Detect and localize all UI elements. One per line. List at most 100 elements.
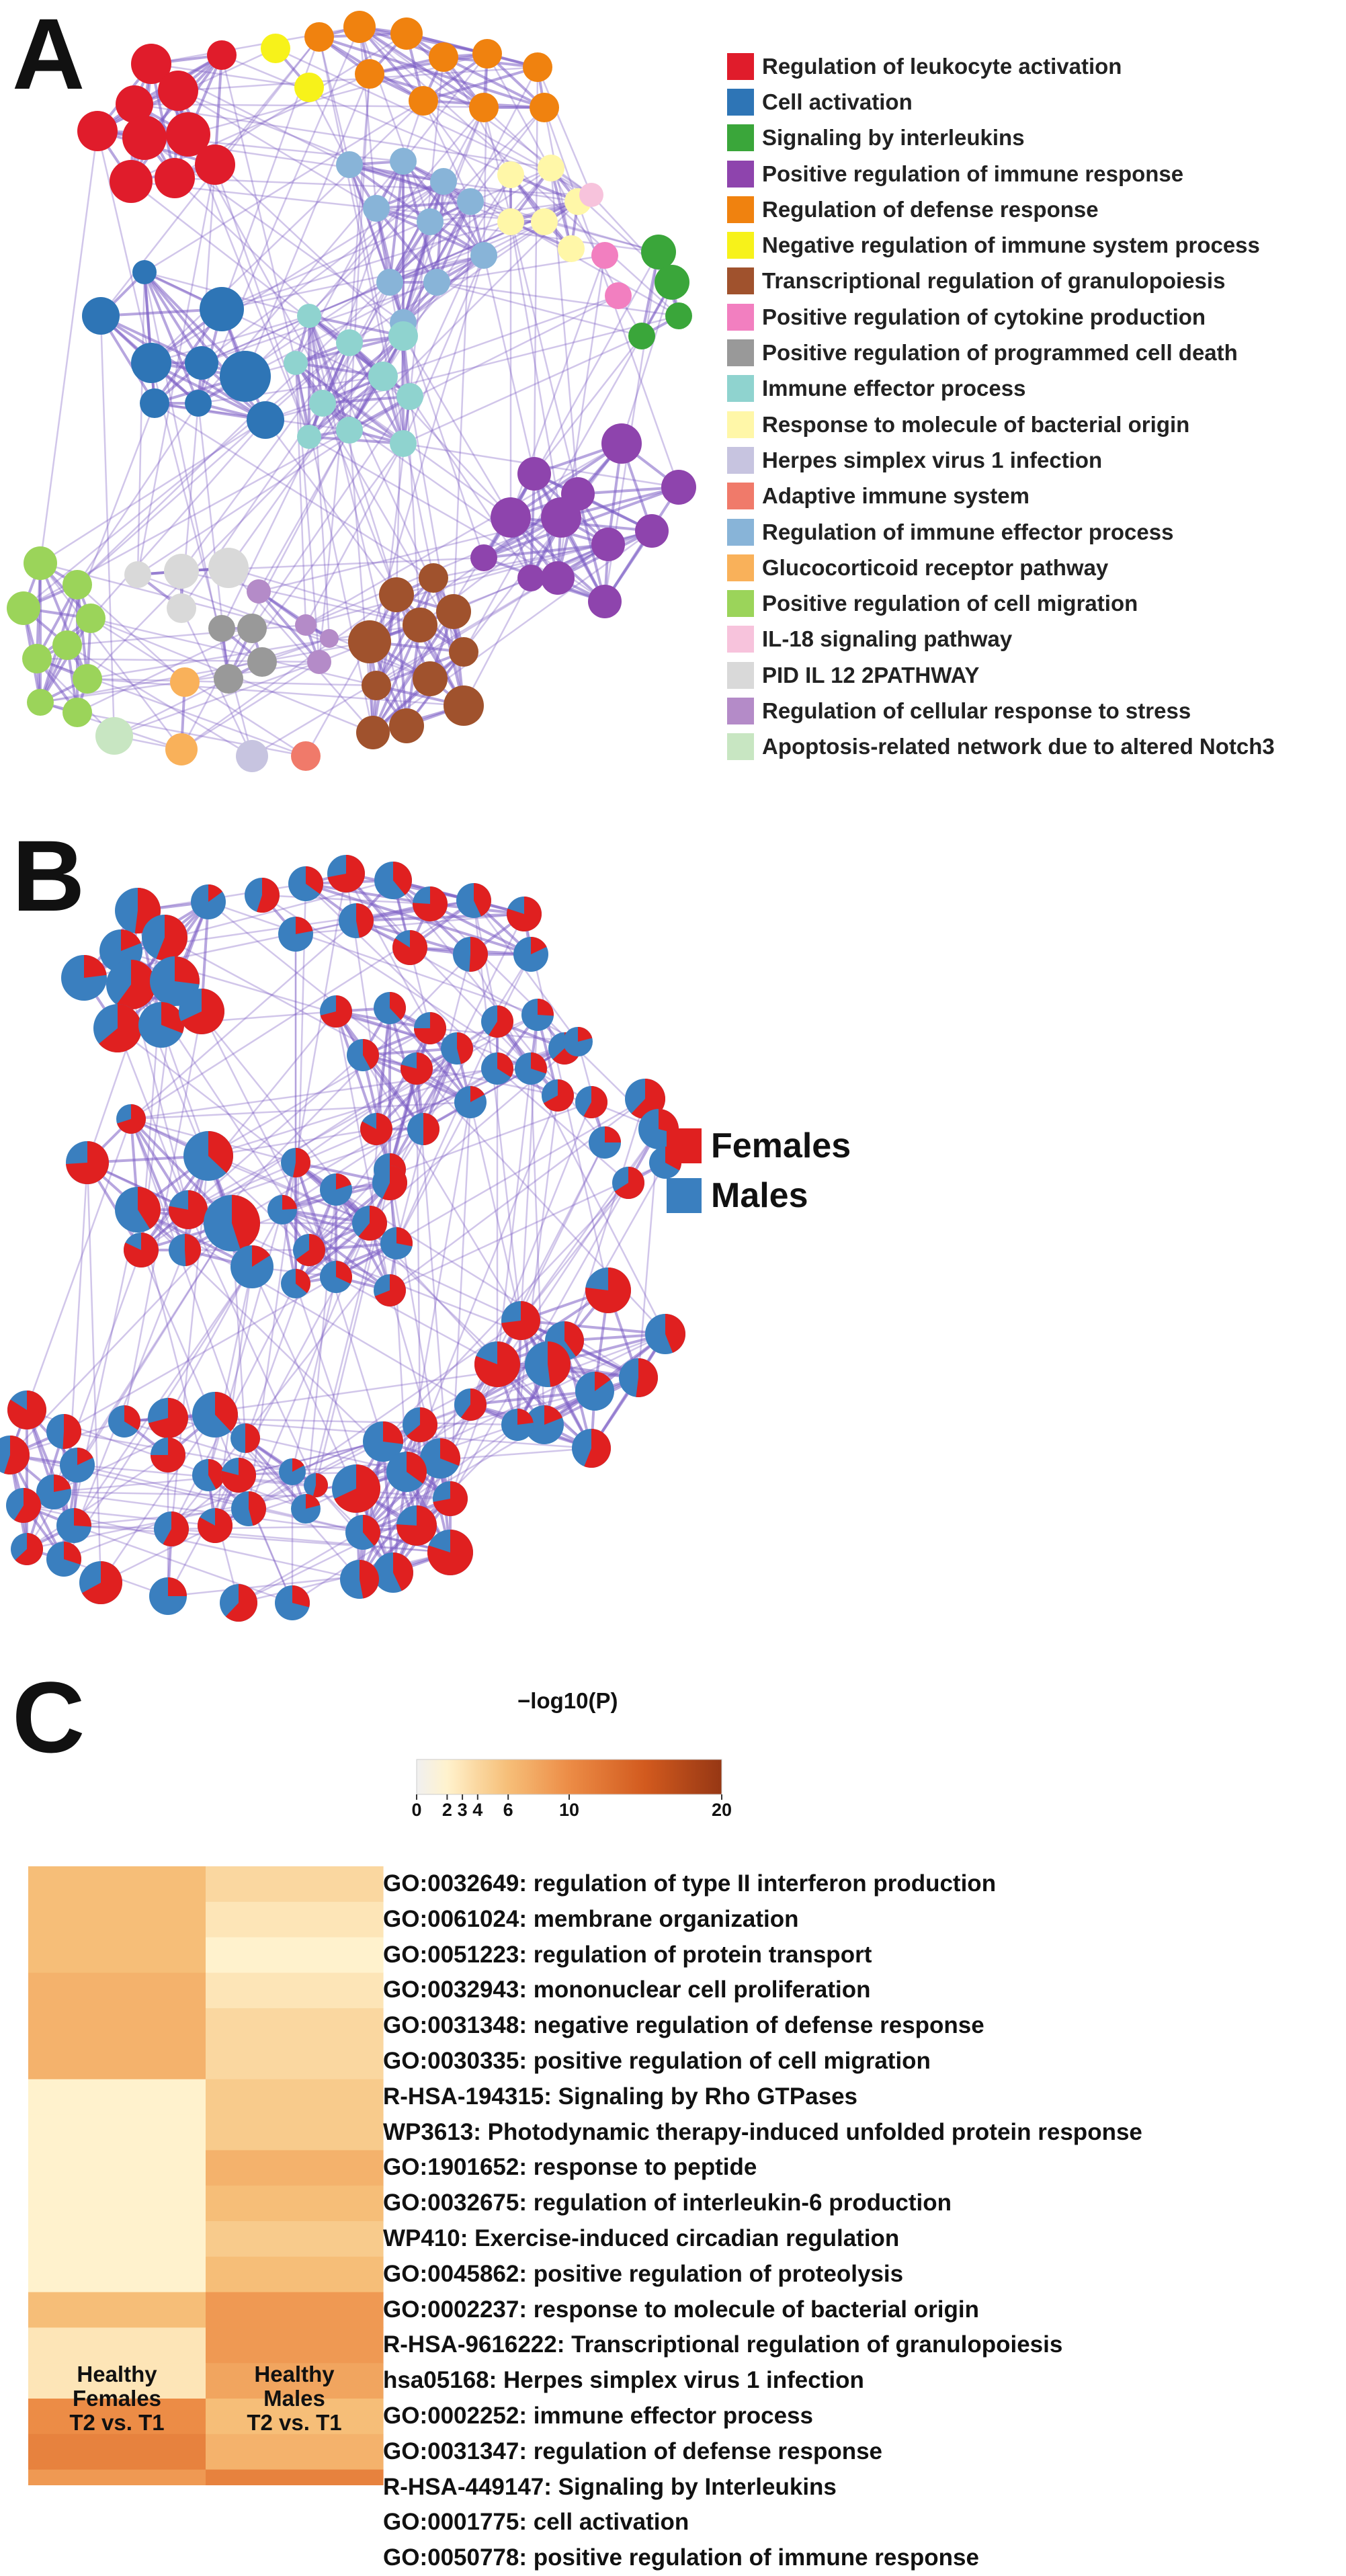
gender-legend-swatch [667,1128,702,1163]
pie-node [507,897,542,931]
legend-swatch [727,411,754,438]
legend-item: Regulation of defense response [727,192,1345,227]
cluster-node [95,717,133,755]
cluster-node [430,168,457,195]
pie-female-slice [517,1409,534,1425]
pie-node [221,1458,257,1493]
legend-item: IL-18 signaling pathway [727,622,1345,657]
heatmap-cell [28,2079,206,2116]
pie-node [645,1314,686,1354]
network-edge [294,362,321,663]
pie-node [525,1405,564,1444]
network-edge [167,1209,284,1419]
cluster-node [419,563,448,593]
pie-female-slice [292,1585,310,1608]
network-edge [221,254,485,310]
cluster-node [429,42,458,72]
legend-swatch [727,196,754,223]
cluster-node [389,708,424,743]
legend-item: Regulation of cellular response to stres… [727,693,1345,729]
pie-node [124,1233,159,1268]
pie-node [501,1301,540,1340]
network-edge [151,315,310,364]
pie-female-slice [7,1390,46,1429]
pie-female-slice [578,1027,593,1042]
cluster-node [110,160,153,203]
pie-female-slice [306,866,324,895]
heatmap-cell [206,2363,384,2399]
legend-swatch [727,52,754,80]
network-edge [620,282,673,444]
network-edge [208,1040,579,1157]
pie-female-slice [256,878,280,913]
legend-swatch [727,339,754,367]
cluster-node [124,561,151,588]
network-edge [395,954,472,1244]
network-edge [402,255,485,444]
pie-node [413,886,448,921]
pie-node [441,1032,474,1065]
heatmap-cell [28,2221,206,2257]
network-edge [388,161,405,283]
pie-node [403,1407,438,1442]
pie-female-slice [208,884,223,902]
cluster-node [237,614,267,643]
pie-female-slice [169,1190,208,1229]
network-edge [520,1182,629,1321]
network-edge [144,99,424,274]
legend-label: Regulation of defense response [762,196,1099,222]
legend-swatch [727,697,754,724]
cluster-node [497,161,524,188]
pie-female-slice [245,1423,260,1453]
legend-swatch [727,88,754,116]
network-edge [388,1007,472,1104]
heatmap-cell [28,2434,206,2470]
network-edge [67,644,253,757]
legend-label: Regulation of leukocyte activation [762,53,1122,79]
heatmap-column-label-line: Healthy [77,2362,157,2386]
heatmap-cell [28,2150,206,2186]
network-edge [201,181,444,364]
legend-swatch [727,267,754,295]
network-edge [348,164,391,283]
pie-female-slice [507,897,542,931]
cluster-node [530,93,559,122]
network-edge [449,1364,499,1499]
legend-label: Response to molecule of bacterial origin [762,411,1190,437]
network-edge [294,883,307,1284]
network-edge [123,1011,203,1422]
cluster-node [52,630,82,660]
cluster-node [601,423,642,464]
pie-female-slice [531,937,547,954]
pie-node [230,1245,274,1288]
cluster-node [363,195,390,222]
cluster-node [7,591,40,625]
pie-female-slice [427,1530,473,1575]
cluster-node [247,401,284,439]
network-edge [90,419,266,619]
pie-female-slice [407,1452,427,1484]
heatmap-row-label: GO:1901652: response to peptide [383,2154,757,2181]
network-edge [348,164,485,558]
pie-female-slice [306,1494,321,1509]
network-edge [369,52,488,75]
cluster-node [309,390,336,417]
pie-female-slice [14,1488,42,1523]
network-edge [389,194,592,284]
pie-node [345,1515,380,1550]
network-edge [208,901,538,1016]
cluster-node [82,297,120,335]
pie-female-slice [393,862,412,895]
network-edge [510,516,653,532]
network-edge [294,362,310,438]
cluster-node [122,116,167,160]
network-edge [318,36,351,165]
network-edge [39,563,89,679]
network-edge [143,272,230,679]
pie-female-slice [363,1039,380,1070]
pie-node [515,1052,547,1085]
network-edge [294,362,307,626]
legend-label: Apoptosis-related network due to altered… [762,734,1275,759]
pie-node [372,1165,407,1200]
